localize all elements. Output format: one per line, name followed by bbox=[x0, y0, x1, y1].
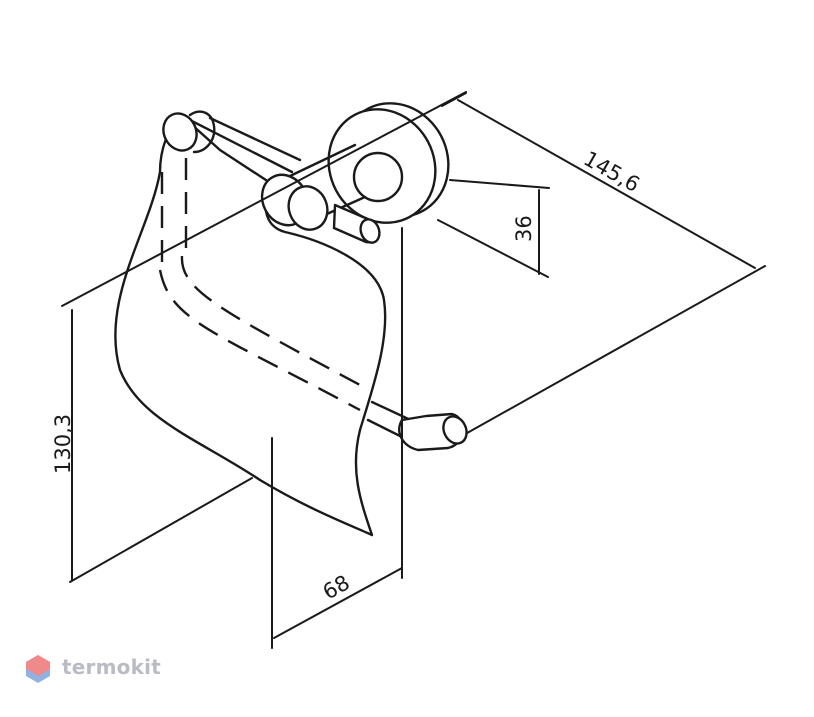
hidden-edge-curve bbox=[158, 269, 361, 412]
arm-end bbox=[287, 185, 329, 231]
arm-stub-end bbox=[359, 218, 381, 244]
dimension-label-length: 145,6 bbox=[580, 146, 644, 196]
dimension-line-width bbox=[273, 567, 403, 639]
dimension-label-height: 130,3 bbox=[51, 414, 75, 474]
bar-edge bbox=[208, 116, 302, 162]
extension-line bbox=[437, 219, 549, 278]
lower-bar bbox=[366, 400, 468, 452]
bar-edge bbox=[180, 114, 294, 174]
dimension-130-3: 130,3 bbox=[51, 309, 253, 583]
dimension-36: 36 bbox=[437, 179, 550, 278]
termokit-logo-icon bbox=[26, 655, 50, 683]
roll-bar bbox=[162, 110, 302, 174]
dimension-label-depth: 36 bbox=[512, 215, 536, 242]
dimension-145-6: 145,6 bbox=[441, 92, 766, 438]
mount-boss bbox=[352, 151, 404, 203]
lower-bar-end bbox=[442, 415, 468, 445]
bar-end bbox=[162, 112, 198, 152]
arm bbox=[260, 143, 381, 244]
arm-edge bbox=[288, 143, 357, 178]
bar-cap bbox=[188, 110, 216, 154]
extension-line bbox=[449, 179, 550, 189]
extension-line bbox=[459, 265, 766, 438]
extension-line bbox=[69, 477, 253, 583]
wall-plate bbox=[327, 102, 450, 224]
paper-cover bbox=[114, 114, 387, 537]
hidden-edge-curve bbox=[180, 255, 361, 387]
dimension-line-length bbox=[457, 99, 756, 269]
brand-name: termokit bbox=[62, 655, 161, 679]
dimension-label-width: 68 bbox=[319, 570, 354, 604]
reference-line-top bbox=[61, 91, 467, 307]
